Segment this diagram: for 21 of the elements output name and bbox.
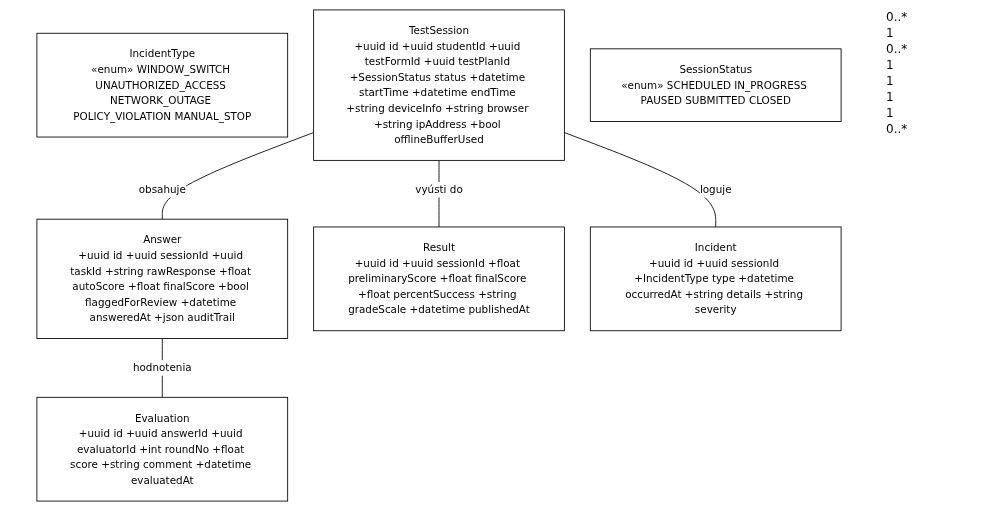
node-box: SessionStatus «enum» SCHEDULED IN_PROGRESS PAUSED SUBMITTED CLOSED [589, 47, 842, 122]
edge-label: hodnotenia [132, 361, 192, 374]
multiplicity-label: 0..* [886, 122, 909, 136]
multiplicity-label: 1 [886, 90, 895, 104]
node-box: Answer +uuid id +uuid sessionId +uuid taskId +string rawResponse +float autoScore +float finalScore +bool flaggedForReview +datetime answeredAt +json auditTrail [36, 218, 289, 339]
multiplicity-label: 0..* [886, 10, 909, 24]
connector [161, 131, 315, 220]
multiplicity-label: 1 [886, 74, 895, 88]
node-box: Evaluation +uuid id +uuid answerId +uuid evaluatorId +int roundNo +float score +string comment +datetime evaluatedAt [36, 396, 289, 501]
node-box: Result +uuid id +uuid sessionId +float preliminaryScore +float finalScore +float percentSuccess +string gradeScale +datetime publishedAt [313, 226, 565, 331]
multiplicity-label: 1 [886, 26, 895, 40]
edge-label: obsahuje [138, 183, 186, 196]
edge-label: loguje [699, 183, 732, 196]
multiplicity-label: 0..* [886, 42, 909, 56]
multiplicity-label: 1 [886, 58, 895, 72]
node-box: Incident +uuid id +uuid sessionId +IncidentType type +datetime occurredAt +string details +string severity [589, 226, 842, 331]
node-box: TestSession +uuid id +uuid studentId +uuid testFormId +uuid testPlanId +SessionStatus status +datetime startTime +datetime endTime +string deviceInfo +string browser +string ipAddress +bool offlineBufferUsed [313, 9, 565, 161]
connector [563, 131, 717, 227]
multiplicity-label: 1 [886, 106, 895, 120]
node-box: IncidentType «enum» WINDOW_SWITCH UNAUTHORIZED_ACCESS NETWORK_OUTAGE POLICY_VIOLATION MANUAL_STOP [36, 32, 289, 137]
edge-label: vyústi do [415, 183, 463, 196]
